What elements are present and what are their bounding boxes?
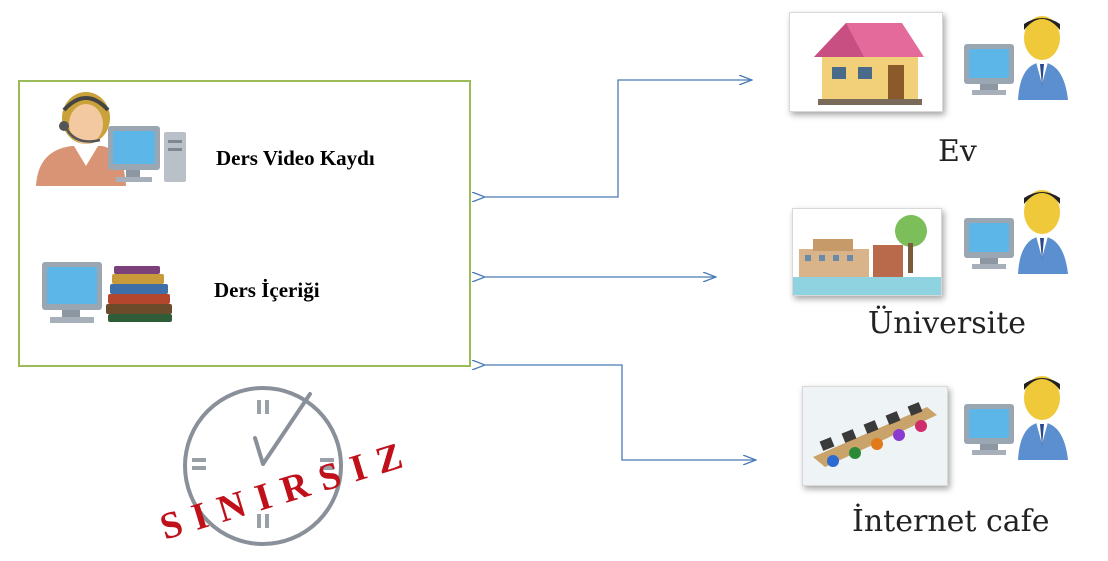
connector-arrows [0, 0, 1108, 546]
arrow-ev [485, 80, 752, 197]
user-computer-icon [964, 16, 1068, 100]
internet-cafe-photo [802, 386, 948, 486]
user-computer-icon [964, 376, 1068, 460]
clock-icon [183, 386, 343, 546]
campus-photo [792, 208, 942, 296]
house-photo [789, 12, 943, 112]
computer-books-icon [42, 262, 172, 323]
arrow-internet-cafe [485, 365, 756, 460]
campus-icon [793, 209, 941, 295]
course-content-label: Ders İçeriği [214, 278, 320, 302]
house-icon [790, 13, 942, 111]
user-computer-icon [964, 190, 1068, 274]
video-recording-label: Ders Video Kaydı [216, 146, 375, 170]
location-label-internet-cafe: İnternet cafe [852, 504, 1050, 539]
location-label-universite: Üniversite [868, 306, 1027, 341]
teacher-headset-computer-icon [36, 92, 186, 186]
computer-lab-icon [803, 387, 947, 485]
location-label-ev: Ev [938, 134, 977, 169]
